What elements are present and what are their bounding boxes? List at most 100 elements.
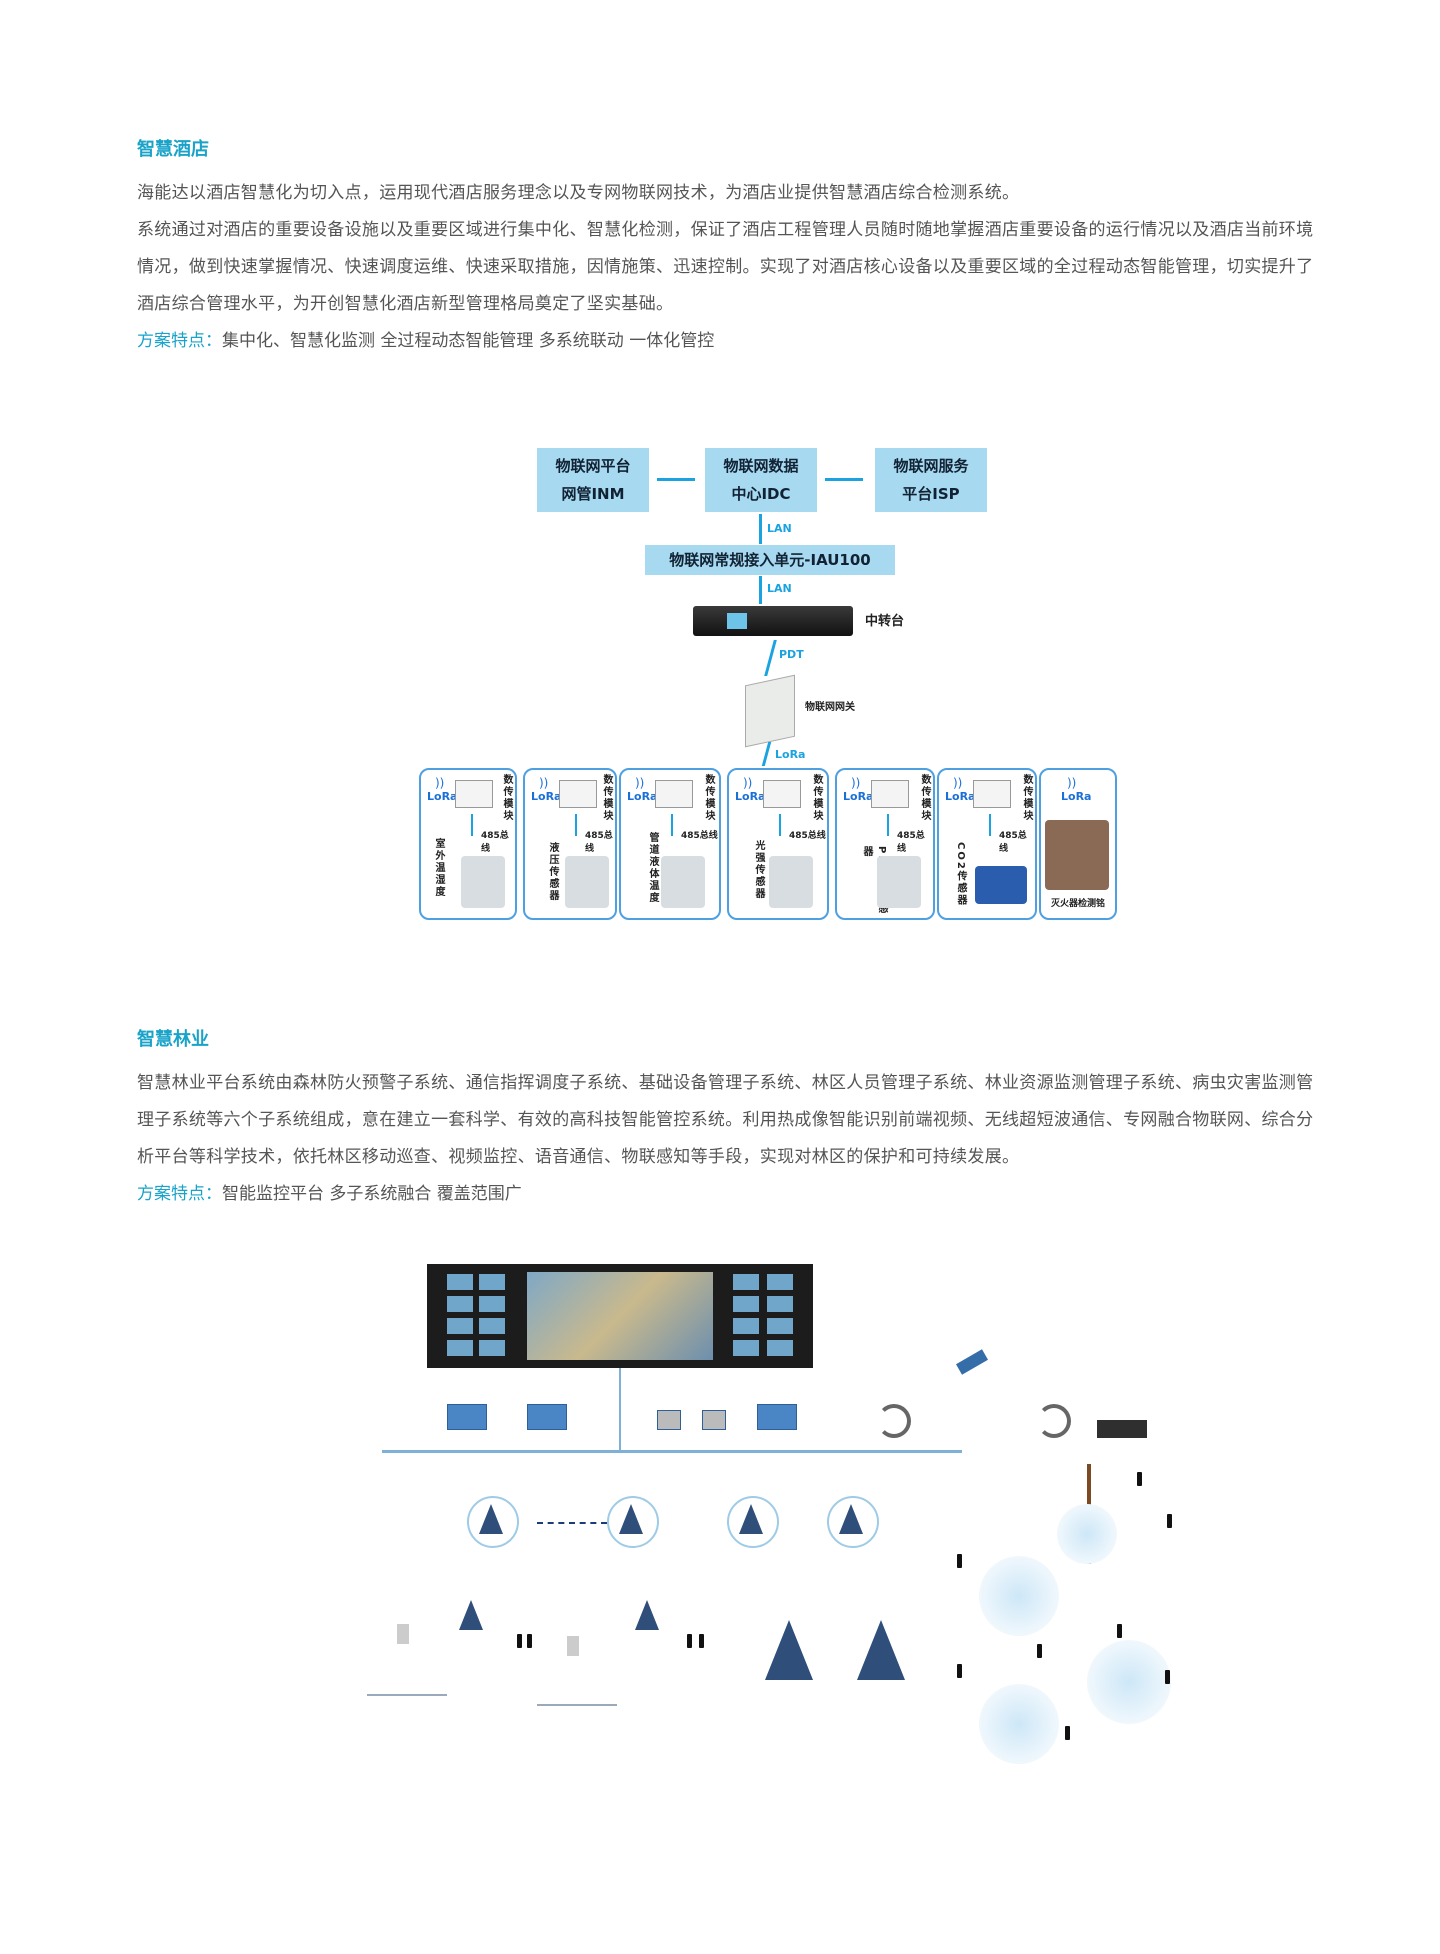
base-station-circle: [827, 1496, 879, 1548]
wifi-icon: )): [435, 776, 445, 790]
handheld-radio-icon: [1065, 1726, 1070, 1740]
sensor-card: )) LoRa 数传模块 485总线 光强传感器: [727, 768, 829, 920]
tower-icon: [739, 1504, 763, 1534]
hotel-title: 智慧酒店: [137, 139, 209, 160]
card-lora: LoRa: [427, 790, 458, 803]
sensor-card: )) LoRa 数传模块 485总线 CO2传感器: [937, 768, 1037, 920]
module-device: [655, 780, 693, 808]
inm-box: 物联网平台 网管INM: [537, 448, 649, 512]
sensor-device: [769, 856, 813, 908]
module-device: [973, 780, 1011, 808]
idc-box: 物联网数据 中心IDC: [705, 448, 817, 512]
hotel-architecture-diagram: 物联网平台 网管INM 物联网数据 中心IDC 物联网服务 平台ISP LAN …: [415, 440, 1125, 920]
forestry-description: 智慧林业平台系统由森林防火预警子系统、通信指挥调度子系统、基础设备管理子系统、林…: [137, 1073, 1314, 1167]
forestry-section: 智慧林业 智慧林业平台系统由森林防火预警子系统、通信指挥调度子系统、基础设备管理…: [137, 1027, 1327, 1213]
handheld-radio-icon: [687, 1634, 692, 1648]
idc-line1: 物联网数据: [723, 457, 799, 475]
isp-box: 物联网服务 平台ISP: [875, 448, 987, 512]
satellite-dish-icon: [877, 1404, 911, 1438]
workstation-icon: [657, 1410, 681, 1430]
bus-arrow: [671, 814, 673, 836]
card-lora: LoRa: [945, 790, 976, 803]
gateway-label: 物联网网关: [805, 702, 855, 713]
sensor-label: 管道液体温度: [647, 832, 658, 904]
sensor-device: [661, 856, 705, 908]
server-icon: [757, 1404, 797, 1430]
module-device: [455, 780, 493, 808]
coverage-ring: [979, 1684, 1059, 1764]
hotel-features-text: 集中化、智慧化监测 全过程动态智能管理 多系统联动 一体化管控: [222, 331, 715, 351]
relay-label: 中转台: [865, 614, 905, 629]
bus-label: 485总线: [897, 831, 925, 854]
base-station-circle: [727, 1496, 779, 1548]
wifi-icon: )): [743, 776, 753, 790]
bus-label: 485总线: [789, 831, 826, 841]
sensor-label: 灭火器检测铭: [1051, 899, 1106, 909]
forestry-features-label: 方案特点：: [137, 1184, 222, 1204]
inm-line2: 网管INM: [561, 485, 625, 503]
lora-link-label: LoRa: [775, 748, 806, 761]
server-icon: [447, 1404, 487, 1430]
sensor-device: [565, 856, 609, 908]
module-label: 数传模块: [501, 774, 512, 822]
module-label: 数传模块: [1021, 774, 1032, 822]
handheld-radio-icon: [1037, 1644, 1042, 1658]
module-label: 数传模块: [703, 774, 714, 822]
satellite-dish-icon: [1037, 1404, 1071, 1438]
bus-arrow: [779, 814, 781, 836]
tower-icon: [839, 1504, 863, 1534]
iot-gateway-device: [745, 674, 795, 748]
card-lora: LoRa: [843, 790, 874, 803]
card-lora: LoRa: [1061, 790, 1092, 803]
handheld-radio-icon: [1167, 1514, 1172, 1528]
sensor-card: )) LoRa 灭火器检测铭: [1039, 768, 1117, 920]
command-vehicle-terminal: [1097, 1420, 1147, 1438]
bus-label: 485总线: [585, 831, 613, 854]
monitoring-tower-icon: [857, 1620, 905, 1680]
wifi-icon: )): [953, 776, 963, 790]
tower-icon: [479, 1504, 503, 1534]
monitoring-tower-icon: [765, 1620, 813, 1680]
sensor-card: )) LoRa 数传模块 485总线 液压传感器: [523, 768, 617, 920]
handheld-radio-icon: [699, 1634, 704, 1648]
coverage-ring: [1087, 1640, 1171, 1724]
isp-line2: 平台ISP: [902, 485, 960, 503]
module-label: 数传模块: [601, 774, 612, 822]
pdt-link: [764, 640, 777, 676]
module-device: [763, 780, 801, 808]
bus-label: 485总线: [681, 831, 718, 841]
sensor-group: [367, 1694, 447, 1736]
tower-icon: [459, 1600, 483, 1630]
sensor-device: [461, 856, 505, 908]
module-label: 数传模块: [811, 774, 822, 822]
coverage-ring: [1057, 1504, 1117, 1564]
hotel-features: 方案特点：集中化、智慧化监测 全过程动态智能管理 多系统联动 一体化管控: [137, 323, 1327, 360]
gateway-icon: [397, 1624, 409, 1644]
card-lora: LoRa: [735, 790, 766, 803]
server-icon: [527, 1404, 567, 1430]
wifi-icon: )): [851, 776, 861, 790]
card-lora: LoRa: [531, 790, 562, 803]
hotel-features-label: 方案特点：: [137, 331, 222, 351]
coverage-ring: [979, 1556, 1059, 1636]
sensor-device: [975, 866, 1027, 904]
handheld-radio-icon: [1117, 1624, 1122, 1638]
relay-device: [693, 606, 853, 636]
sensor-device: [877, 856, 921, 908]
base-station-circle: [467, 1496, 519, 1548]
bus-label: 485总线: [999, 831, 1027, 854]
pdt-label: PDT: [779, 648, 804, 661]
module-label: 数传模块: [919, 774, 930, 822]
sensor-card: )) LoRa 数传模块 485总线 室外温湿度: [419, 768, 517, 920]
handheld-radio-icon: [957, 1664, 962, 1678]
hotel-intro: 海能达以酒店智慧化为切入点，运用现代酒店服务理念以及专网物联网技术，为酒店业提供…: [137, 183, 1020, 203]
wall-link: [619, 1368, 621, 1450]
handheld-radio-icon: [517, 1634, 522, 1648]
video-wall: [427, 1264, 813, 1368]
forestry-network-diagram: [357, 1264, 1237, 1774]
sensor-card: )) LoRa 数传模块 485总线 PM2.5传感器: [835, 768, 935, 920]
arrow-left: [657, 478, 695, 481]
wifi-icon: )): [635, 776, 645, 790]
tower-icon: [635, 1600, 659, 1630]
bus-arrow: [575, 814, 577, 836]
